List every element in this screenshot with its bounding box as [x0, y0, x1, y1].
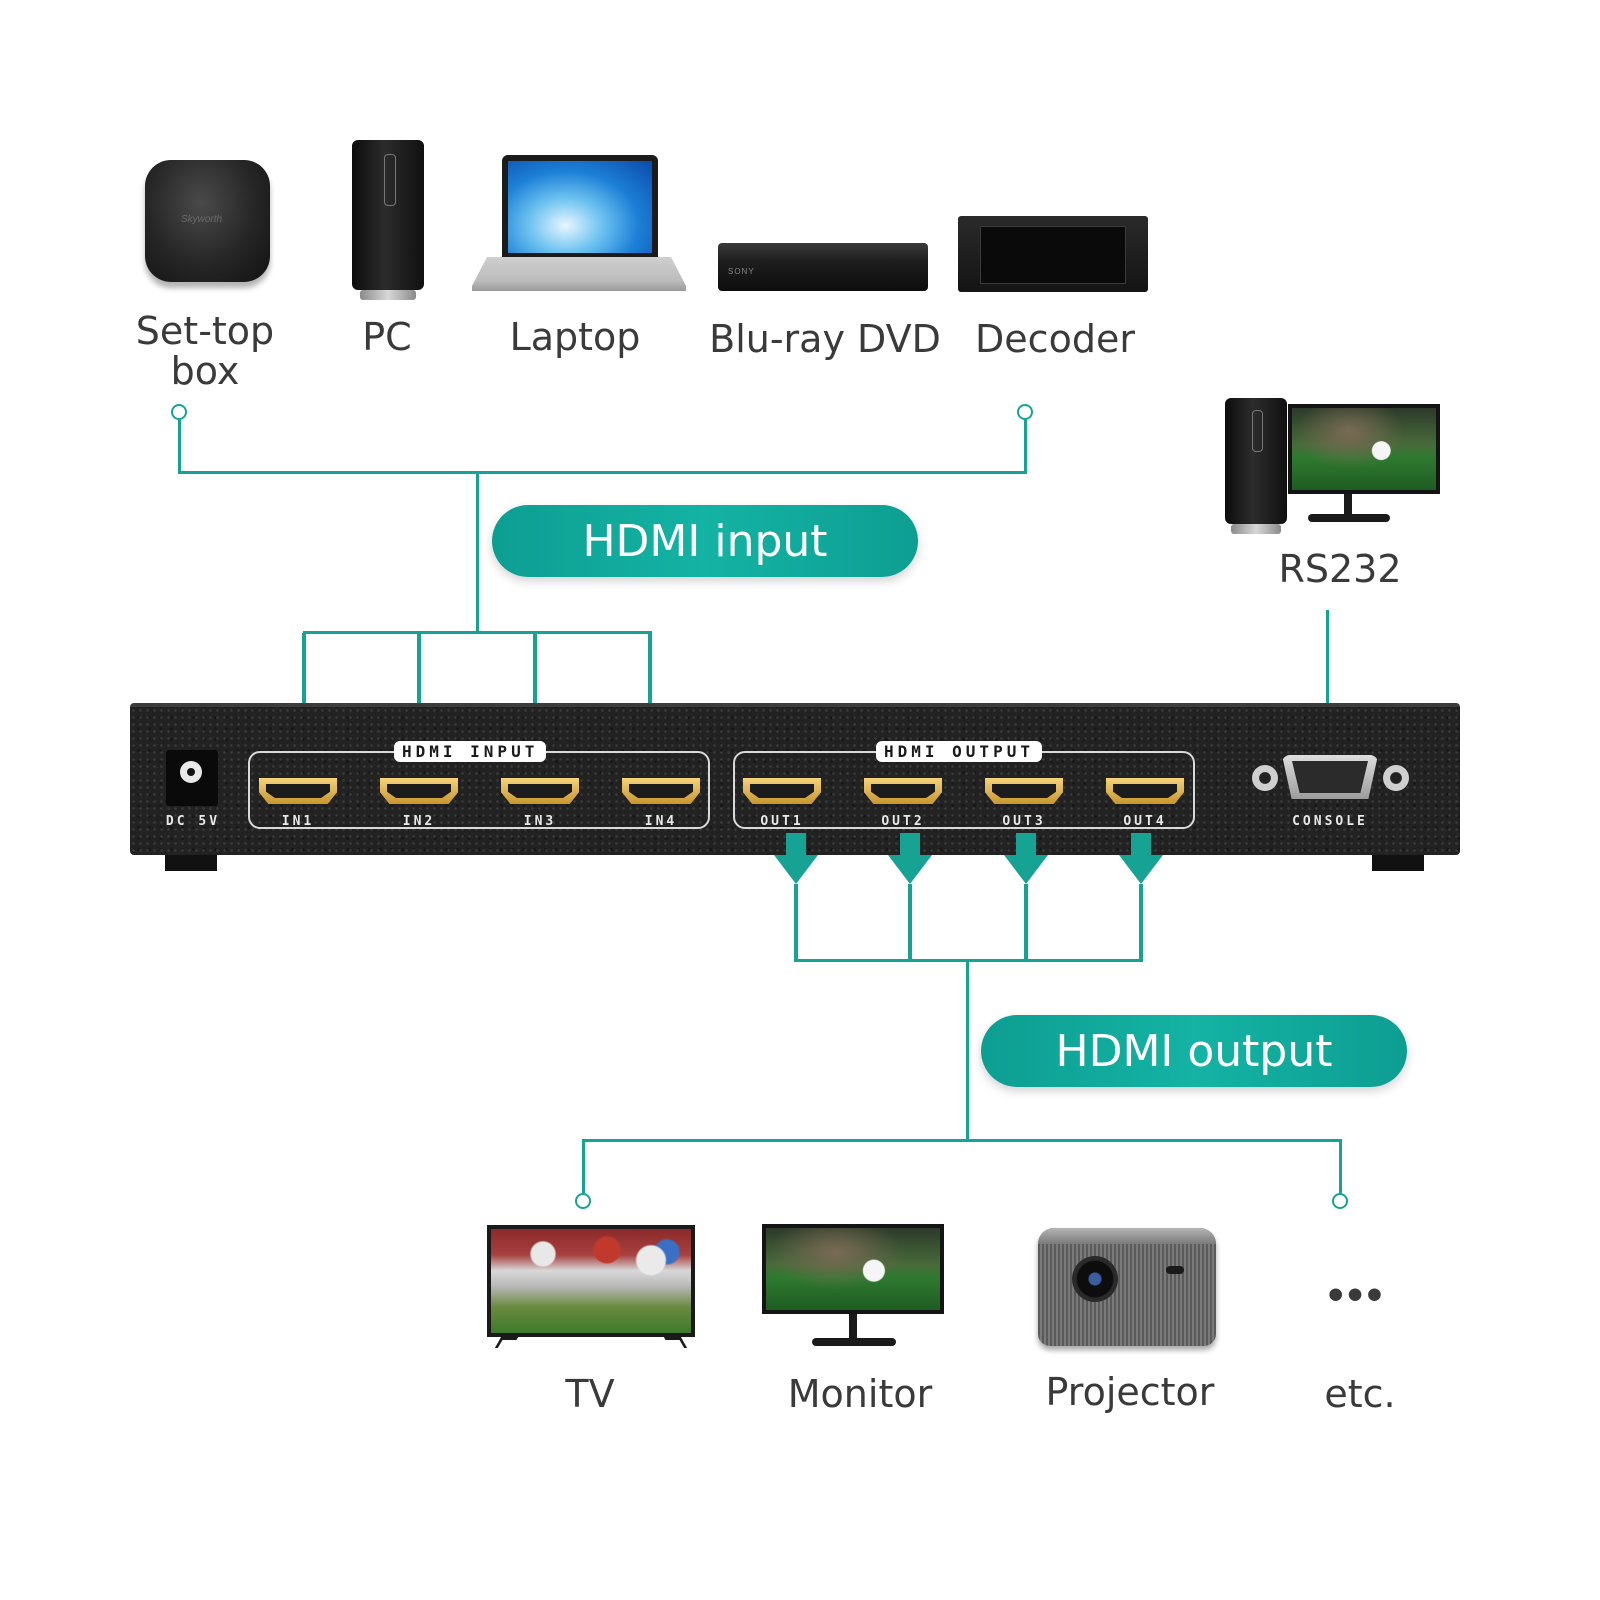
- input-arrow-4-shaft: [648, 633, 652, 703]
- label-bluray: Blu-ray DVD: [709, 317, 941, 361]
- more-devices-icon: •••: [1328, 1270, 1387, 1319]
- rs232-line: [1326, 610, 1329, 738]
- label-etc: etc.: [1324, 1372, 1396, 1416]
- input-arrow-2-shaft: [417, 633, 421, 703]
- label-decoder: Decoder: [975, 317, 1135, 361]
- hdmi-port-in2[interactable]: [380, 778, 458, 804]
- hdmi-port-in4[interactable]: [622, 778, 700, 804]
- output-line-right-drop: [1339, 1139, 1342, 1193]
- dc-power-jack[interactable]: [166, 750, 218, 806]
- switch-foot-right: [1372, 855, 1424, 871]
- bluray-brand: SONY: [728, 267, 755, 276]
- output-line-left-drop: [582, 1139, 585, 1193]
- hdmi-port-out2[interactable]: [864, 778, 942, 804]
- decoder-image: [958, 216, 1148, 292]
- hdmi-port-out4[interactable]: [1106, 778, 1184, 804]
- hdmi-port-in1[interactable]: [259, 778, 337, 804]
- port-label-in3: IN3: [523, 814, 557, 829]
- rs232-pc-tower-image: [1225, 398, 1287, 534]
- hdmi-port-in3[interactable]: [501, 778, 579, 804]
- monitor-image: [762, 1224, 944, 1314]
- label-projector: Projector: [1045, 1370, 1215, 1414]
- output-arrow-4-shaft: [1139, 884, 1143, 962]
- hdmi-port-out3[interactable]: [985, 778, 1063, 804]
- console-label: CONSOLE: [1292, 814, 1368, 829]
- output-arrow-1-shaft: [794, 884, 798, 962]
- port-label-out2: OUT2: [881, 814, 925, 829]
- tv-stand: [492, 1337, 690, 1348]
- tv-image: [487, 1225, 695, 1337]
- pc-tower-image: [352, 140, 424, 300]
- input-bus-line: [178, 471, 1027, 474]
- output-arrow-3-shaft: [1024, 884, 1028, 962]
- connector-dot-right: [1017, 404, 1033, 420]
- label-set-top-box-line1: Set-top: [135, 309, 275, 353]
- rs232-monitor-neck: [1344, 494, 1352, 514]
- label-monitor: Monitor: [787, 1372, 933, 1416]
- output-arrow-2-shaft: [908, 884, 912, 962]
- input-arrow-3-shaft: [533, 633, 537, 703]
- label-set-top-box-line2: box: [170, 348, 240, 393]
- hdmi-output-group-title: HDMI OUTPUT: [876, 741, 1042, 762]
- dc-power-label: DC 5V: [165, 814, 221, 829]
- output-trunk-line: [966, 959, 969, 1142]
- monitor-base: [812, 1338, 896, 1346]
- label-laptop: Laptop: [509, 315, 641, 359]
- label-rs232: RS232: [1278, 547, 1402, 591]
- hdmi-input-group-title: HDMI INPUT: [394, 741, 547, 762]
- port-label-in1: IN1: [281, 814, 315, 829]
- console-screw-left: [1252, 765, 1278, 791]
- console-db9-port[interactable]: [1282, 755, 1378, 799]
- switch-foot-left: [165, 855, 217, 871]
- output-dot-right: [1332, 1193, 1348, 1209]
- port-label-in2: IN2: [402, 814, 436, 829]
- hdmi-port-out1[interactable]: [743, 778, 821, 804]
- projector-image: [1038, 1228, 1216, 1346]
- input-split-line: [303, 631, 652, 634]
- connector-dot-left: [171, 404, 187, 420]
- input-line-right-drop: [1024, 420, 1027, 474]
- console-screw-right: [1383, 765, 1409, 791]
- laptop-image: [502, 155, 658, 257]
- laptop-keyboard: [472, 257, 686, 291]
- port-label-out3: OUT3: [1002, 814, 1046, 829]
- set-top-box-brand: Skyworth: [181, 214, 223, 225]
- rs232-monitor-image: [1288, 404, 1440, 494]
- port-label-out4: OUT4: [1123, 814, 1167, 829]
- label-tv: TV: [565, 1372, 615, 1416]
- port-label-out1: OUT1: [760, 814, 804, 829]
- output-dot-left: [575, 1193, 591, 1209]
- output-bus-line: [582, 1139, 1342, 1142]
- input-arrow-1-shaft: [302, 633, 306, 703]
- hdmi-input-pill: HDMI input: [492, 505, 918, 577]
- rs232-monitor-base: [1308, 514, 1390, 522]
- label-set-top-box: Set-top box: [120, 309, 290, 393]
- port-label-in4: IN4: [644, 814, 678, 829]
- bluray-player-image: SONY: [718, 243, 928, 291]
- set-top-box-image: Skyworth: [145, 160, 270, 282]
- input-line-left-drop: [178, 420, 181, 474]
- hdmi-output-pill: HDMI output: [981, 1015, 1407, 1087]
- input-trunk-line: [476, 471, 479, 634]
- monitor-neck: [849, 1314, 857, 1338]
- label-pc: PC: [362, 315, 412, 359]
